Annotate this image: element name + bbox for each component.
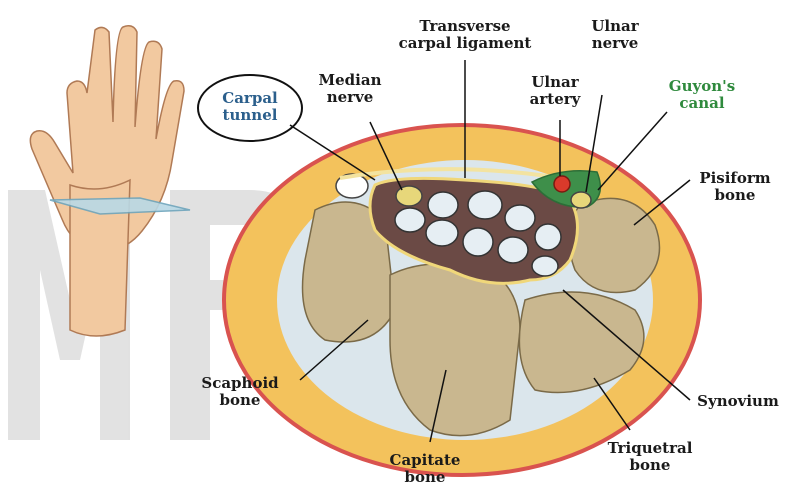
label-text: canal xyxy=(652,95,752,112)
label-text: Scaphoid xyxy=(190,375,290,392)
label-ulnar-artery: Ulnar artery xyxy=(520,74,590,108)
label-triquetral-bone: Triquetral bone xyxy=(600,440,700,474)
label-text: nerve xyxy=(310,89,390,106)
ulnar-artery xyxy=(554,176,570,192)
label-text: Synovium xyxy=(688,393,788,410)
pisiform-bone xyxy=(569,198,660,292)
label-text: Guyon's xyxy=(652,78,752,95)
label-median-nerve: Median nerve xyxy=(310,72,390,106)
label-text: bone xyxy=(385,469,465,486)
label-text: tunnel xyxy=(210,107,290,124)
label-transverse-carpal-ligament: Transverse carpal ligament xyxy=(375,18,555,52)
label-text: Triquetral xyxy=(600,440,700,457)
label-guyons-canal: Guyon's canal xyxy=(652,78,752,112)
label-carpal-tunnel: Carpal tunnel xyxy=(210,90,290,124)
label-text: artery xyxy=(520,91,590,108)
label-text: Ulnar xyxy=(520,74,590,91)
label-text: Median xyxy=(310,72,390,89)
label-text: Transverse xyxy=(375,18,555,35)
capitate-bone xyxy=(390,264,520,436)
label-text: Capitate xyxy=(385,452,465,469)
label-text: nerve xyxy=(580,35,650,52)
label-text: bone xyxy=(690,187,780,204)
label-text: bone xyxy=(600,457,700,474)
median-nerve xyxy=(396,186,422,206)
label-scaphoid-bone: Scaphoid bone xyxy=(190,375,290,409)
label-text: Ulnar xyxy=(580,18,650,35)
label-pisiform-bone: Pisiform bone xyxy=(690,170,780,204)
label-synovium: Synovium xyxy=(688,393,788,410)
label-text: Pisiform xyxy=(690,170,780,187)
label-text: Carpal xyxy=(210,90,290,107)
label-text: bone xyxy=(190,392,290,409)
label-capitate-bone: Capitate bone xyxy=(385,452,465,486)
ulnar-nerve xyxy=(571,192,591,208)
label-ulnar-nerve: Ulnar nerve xyxy=(580,18,650,52)
label-text: carpal ligament xyxy=(375,35,555,52)
